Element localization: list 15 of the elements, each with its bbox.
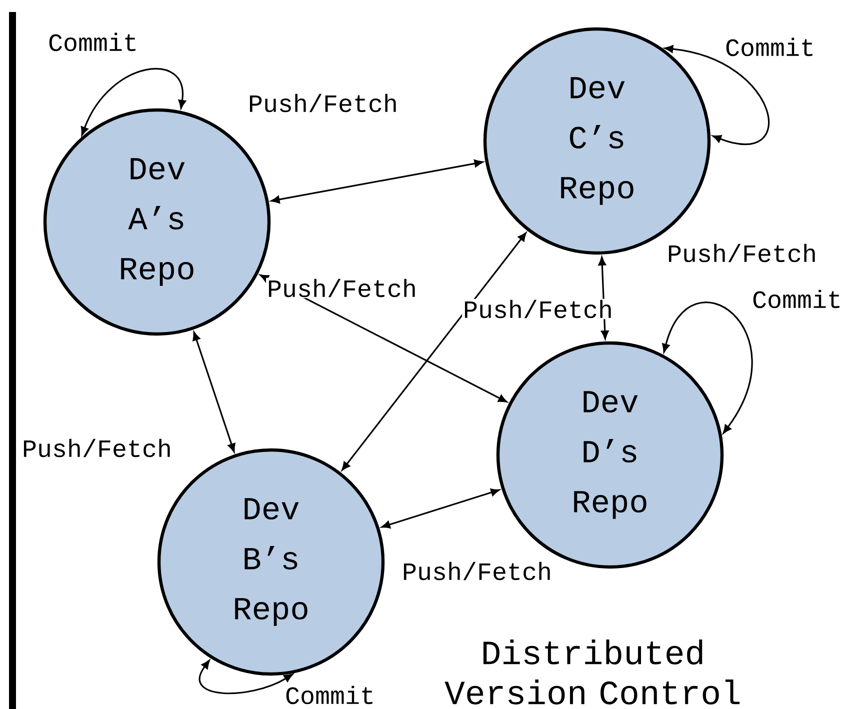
- loop-arrow: [80, 68, 186, 136]
- arrow: [192, 332, 236, 452]
- arrow: [342, 232, 526, 471]
- edge-label: Push/Fetch: [462, 298, 614, 320]
- edge-label: Commit: [724, 36, 816, 58]
- edge-label: Commit: [751, 288, 844, 310]
- arrow: [270, 160, 484, 204]
- arrow: [381, 488, 500, 528]
- loop-arrow: [662, 302, 753, 434]
- title: Distributed Version Control: [444, 640, 740, 704]
- loop-arrow: [664, 45, 770, 145]
- edge-label: Commit: [47, 32, 139, 52]
- loop-arrow: [198, 660, 293, 694]
- edge-label: Commit: [284, 684, 376, 706]
- edge-label: Push/Fetch: [266, 278, 418, 298]
